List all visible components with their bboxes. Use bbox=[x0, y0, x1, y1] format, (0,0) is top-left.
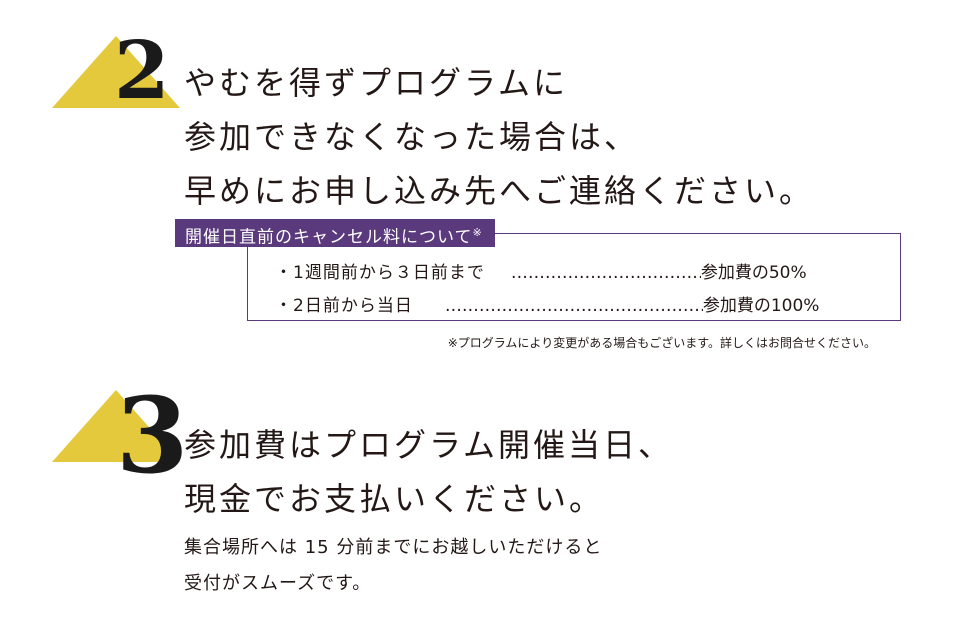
cancellation-fee-box bbox=[247, 233, 901, 321]
yellow-triangle-decoration bbox=[52, 390, 180, 462]
heading-line: 現金でお支払いください。 bbox=[184, 480, 605, 518]
fee-amount: 参加費の50% bbox=[700, 263, 807, 283]
fee-row: ・2日前から当日 参加費の100% bbox=[275, 291, 875, 316]
dotted-leader bbox=[445, 296, 703, 316]
cancellation-label: 開催日直前のキャンセル料について※ bbox=[175, 219, 495, 248]
heading-line: やむを得ずプログラムに bbox=[184, 64, 569, 102]
dotted-leader bbox=[511, 263, 701, 283]
cancellation-label-mark: ※ bbox=[472, 226, 483, 239]
fee-period: ・1週間前から３日前まで bbox=[275, 263, 485, 283]
cancellation-label-text: 開催日直前のキャンセル料について bbox=[185, 227, 473, 248]
fee-amount: 参加費の100% bbox=[702, 296, 820, 316]
fee-row: ・1週間前から３日前まで 参加費の50% bbox=[275, 258, 875, 283]
heading-line: 早めにお申し込み先へご連絡ください。 bbox=[184, 172, 815, 210]
step-heading: 参加費はプログラム開催当日、 現金でお支払いください。 bbox=[184, 418, 673, 526]
heading-line: 参加費はプログラム開催当日、 bbox=[184, 426, 674, 464]
fee-period: ・2日前から当日 bbox=[275, 296, 413, 316]
yellow-triangle-decoration bbox=[52, 36, 180, 108]
step-number: 2 bbox=[114, 23, 170, 117]
step-body-text: 集合場所へは 15 分前までにお越しいただけると 受付がスムーズです。 bbox=[184, 530, 602, 602]
heading-line: 参加できなくなった場合は、 bbox=[184, 118, 640, 156]
step-number: 3 bbox=[116, 374, 189, 497]
step-heading: やむを得ずプログラムに 参加できなくなった場合は、 早めにお申し込み先へご連絡く… bbox=[184, 56, 814, 218]
cancellation-note: ※プログラムにより変更がある場合もございます。詳しくはお問合せください。 bbox=[447, 336, 876, 350]
body-line: 集合場所へは 15 分前までにお越しいただけると bbox=[184, 537, 603, 558]
body-line: 受付がスムーズです。 bbox=[184, 573, 372, 594]
